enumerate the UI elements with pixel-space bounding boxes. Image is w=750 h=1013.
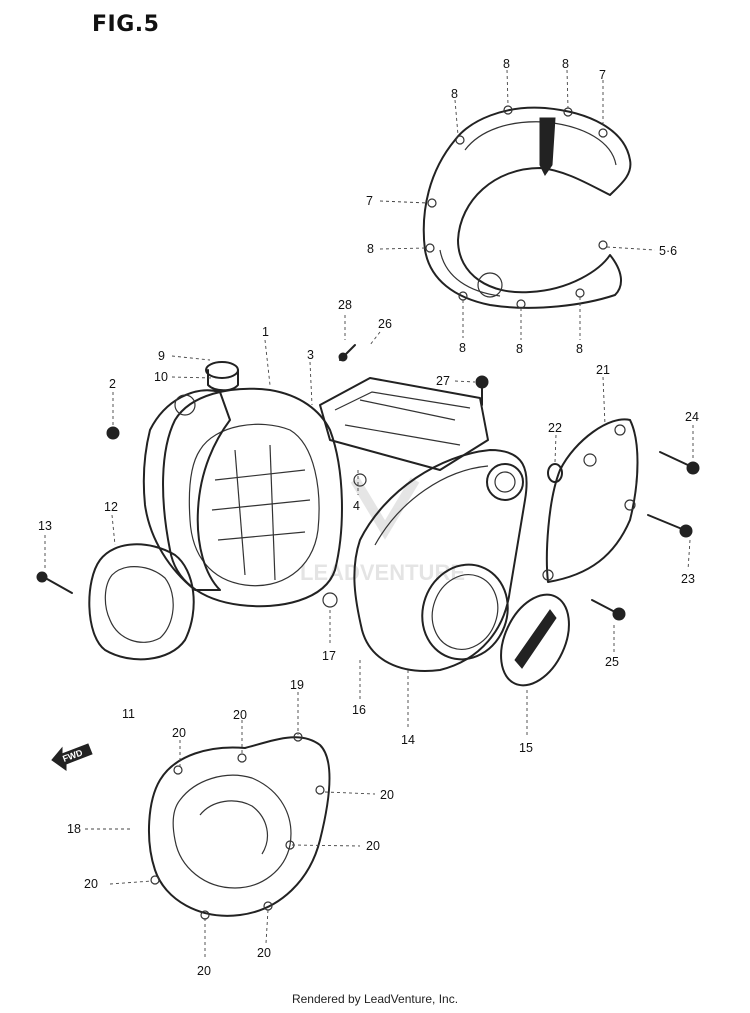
callout-8c: 8 (562, 57, 569, 71)
case-gasket (162, 387, 343, 608)
callout-16: 16 (352, 703, 366, 717)
callout-3: 3 (307, 348, 314, 362)
callout-23: 23 (681, 572, 695, 586)
callout-17: 17 (322, 649, 336, 663)
leader-lines (44, 69, 694, 960)
callout-14: 14 (401, 733, 415, 747)
callout-labels: 8 8 8 7 7 8 5·6 8 8 8 28 26 1 3 9 10 2 2… (38, 57, 699, 978)
callout-20d: 20 (366, 839, 380, 853)
footer-credit: Rendered by LeadVenture, Inc. (291, 992, 459, 1006)
callout-7a: 7 (599, 68, 606, 82)
callout-26: 26 (378, 317, 392, 331)
callout-20b: 20 (172, 726, 186, 740)
callout-8f: 8 (516, 342, 523, 356)
callout-8a: 8 (451, 87, 458, 101)
forward-arrow: FWD (51, 743, 93, 771)
callout-20a: 20 (233, 708, 247, 722)
callout-25: 25 (605, 655, 619, 669)
callout-8e: 8 (459, 341, 466, 355)
small-round-cover (36, 543, 195, 661)
callout-9: 9 (158, 349, 165, 363)
callout-12: 12 (104, 500, 118, 514)
callout-20e: 20 (84, 877, 98, 891)
callout-7b: 7 (366, 194, 373, 208)
callout-10: 10 (154, 370, 168, 384)
callout-20g: 20 (257, 946, 271, 960)
callout-20f: 20 (197, 964, 211, 978)
clutch-cover (322, 449, 528, 672)
callout-21: 21 (596, 363, 610, 377)
callout-19: 19 (290, 678, 304, 692)
callout-18: 18 (67, 822, 81, 836)
upper-engine-cover (422, 105, 632, 309)
callout-24: 24 (685, 410, 699, 424)
callout-20c: 20 (380, 788, 394, 802)
lower-generator-cover (147, 732, 331, 920)
top-cover-plate (319, 377, 489, 471)
left-side-cover (106, 361, 239, 591)
callout-11: 11 (122, 707, 135, 721)
callout-2: 2 (109, 377, 116, 391)
callout-5-6: 5·6 (659, 244, 677, 258)
callout-28: 28 (338, 298, 352, 312)
bolts (338, 344, 700, 621)
callout-1: 1 (262, 325, 269, 339)
figure-title: FIG.5 (92, 12, 160, 37)
callout-13: 13 (38, 519, 52, 533)
side-plate (542, 418, 639, 583)
emblem-plate (500, 593, 570, 687)
watermark-text: LEADVENTURE (300, 560, 465, 585)
callout-22: 22 (548, 421, 562, 435)
callout-15: 15 (519, 741, 533, 755)
callout-4: 4 (353, 499, 360, 513)
watermark-logo: LEADVENTURE (300, 477, 465, 585)
callout-8b: 8 (503, 57, 510, 71)
callout-8g: 8 (576, 342, 583, 356)
callout-8d: 8 (367, 242, 374, 256)
callout-27: 27 (436, 374, 450, 388)
